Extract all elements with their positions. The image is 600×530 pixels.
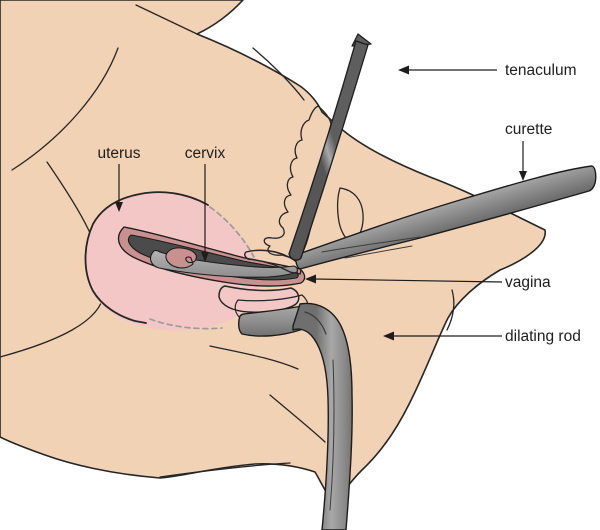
dilating-rod-arrowhead (383, 331, 394, 341)
skin-crease-inner-thigh (252, 47, 305, 101)
tenaculum-instrument (288, 33, 372, 261)
annotation-curette: curette (505, 121, 552, 181)
cervical-lip-shape (244, 249, 302, 275)
cervix-arrowhead (201, 252, 209, 262)
skin-crease-under-rod (209, 345, 299, 370)
curette-streak-2 (344, 245, 413, 259)
label-vagina: vagina (505, 274, 551, 291)
dilating-rod-instrument (237, 302, 353, 530)
skin-crease-bottom (159, 462, 291, 478)
annotation-dilating-rod: dilating rod (383, 328, 581, 345)
annotations: uterus cervix tenaculum curette vagina d… (97, 62, 580, 345)
skin-crease-right-lobe (446, 289, 455, 331)
uterus-outline-solid (84, 191, 209, 324)
label-curette: curette (505, 121, 552, 138)
vagina-arrow-line (313, 278, 503, 283)
label-uterus: uterus (97, 145, 140, 162)
vagina-arrowhead (305, 274, 316, 284)
label-tenaculum: tenaculum (505, 62, 577, 79)
annotation-vagina: vagina (305, 274, 551, 291)
skin-crease-top (135, 4, 198, 35)
annotation-uterus: uterus (97, 145, 141, 212)
skin-crease-left-upper (11, 47, 119, 171)
curette-streak (321, 236, 421, 253)
curette-shaft (294, 165, 597, 270)
dilating-rod-highlight-line (329, 359, 335, 511)
annotation-cervix: cervix (185, 145, 226, 262)
uterus-outline-dashed-lower (149, 318, 223, 330)
curette-arrowhead (519, 171, 527, 181)
label-dilating-rod: dilating rod (505, 328, 581, 345)
tenaculum-shaft (288, 40, 369, 261)
tenaculum-arrowhead (398, 65, 409, 75)
annotation-tenaculum: tenaculum (398, 62, 577, 79)
tissue-curl-shape (165, 247, 197, 269)
uterus-arrowhead (115, 202, 123, 212)
curette-instrument (294, 165, 597, 270)
body-skin-shape (0, 0, 546, 506)
dilating-rod-bend-line (304, 311, 327, 335)
skin-crease-buttock (269, 394, 326, 443)
label-cervix: cervix (185, 145, 226, 162)
